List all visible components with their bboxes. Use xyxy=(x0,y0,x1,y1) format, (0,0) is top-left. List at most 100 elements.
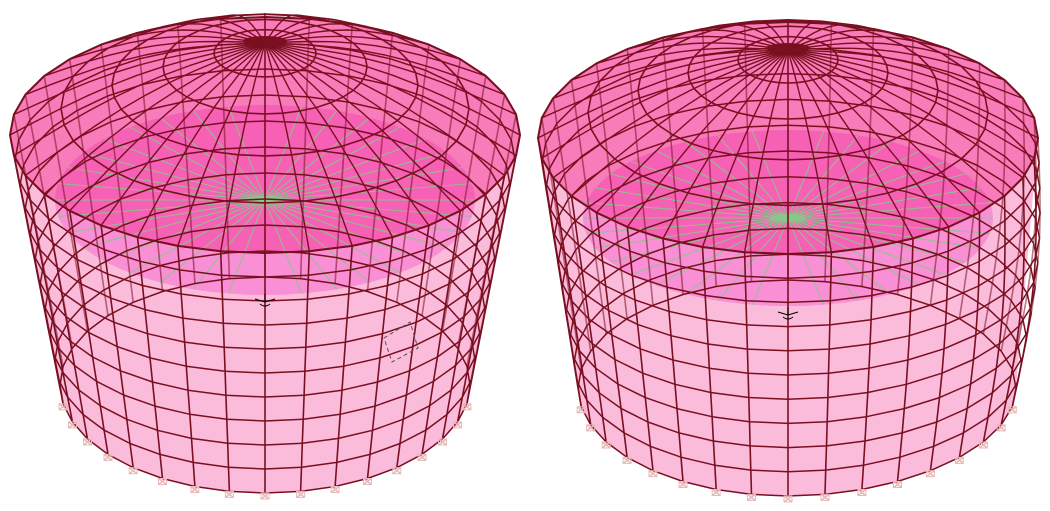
floor-radial-line xyxy=(655,150,789,219)
pin-support-icon xyxy=(857,488,867,497)
dome-meridian-line xyxy=(595,49,789,214)
pin-support-cross xyxy=(128,467,138,475)
dome-meridian-line xyxy=(100,42,266,226)
pin-support-box xyxy=(224,490,234,498)
dome-meridian-line xyxy=(787,49,950,228)
pin-support-box xyxy=(330,486,340,493)
pin-support-icon xyxy=(678,480,688,489)
wall-ring-line xyxy=(545,72,1041,304)
pin-support-icon xyxy=(925,470,935,478)
viewport-left[interactable] xyxy=(0,0,525,511)
dome-meridian-line xyxy=(627,35,789,51)
wall-ring-line xyxy=(557,150,1039,376)
floor-radial-line xyxy=(129,199,266,274)
dome-meridian-line xyxy=(787,49,1039,139)
dome-meridian-line xyxy=(787,23,874,51)
tank-model-deformed[interactable] xyxy=(525,0,1050,511)
wall-ring-line xyxy=(549,98,1041,328)
pin-support-box xyxy=(103,453,113,461)
shell-mesh xyxy=(537,19,1041,497)
dome-meridian-line xyxy=(744,20,789,51)
floor-radial-line xyxy=(103,199,266,262)
dome-meridian-line xyxy=(100,29,266,46)
floor-radial-line xyxy=(586,217,789,234)
pin-support-box xyxy=(83,438,92,446)
dome-meridian-line xyxy=(787,20,832,51)
floor-radial-line xyxy=(787,150,921,219)
wall-ring-line xyxy=(44,198,486,422)
pin-support-cross xyxy=(678,480,688,489)
pin-support-cross xyxy=(417,453,427,461)
pin-support-cross xyxy=(954,456,964,464)
dome-meridian-line xyxy=(137,23,266,44)
dome-meridian-line xyxy=(177,42,266,247)
dome-meridian-line xyxy=(787,29,914,51)
pin-support-icon xyxy=(978,441,988,449)
pin-support-cross xyxy=(392,467,402,475)
dome-meridian-line xyxy=(13,42,266,157)
wall-ring-line xyxy=(565,201,1033,425)
pin-support-cross xyxy=(747,493,756,501)
dome-meridian-line xyxy=(787,35,949,51)
pin-support-box xyxy=(296,490,306,498)
dome-meridian-line xyxy=(571,49,789,197)
dome-meridian-line xyxy=(552,49,789,99)
pin-support-cross xyxy=(67,421,77,429)
dashed-selection-box[interactable] xyxy=(383,321,419,363)
dome-meridian-line xyxy=(571,47,789,81)
dome-meridian-line xyxy=(552,49,789,179)
pin-support-box xyxy=(747,493,756,501)
floor-radial-line xyxy=(685,217,789,295)
pin-support-cross xyxy=(893,480,902,489)
pin-support-icon xyxy=(586,424,596,432)
pin-support-box xyxy=(576,406,586,414)
floor-radial-line xyxy=(787,160,946,219)
pin-support-box xyxy=(438,438,447,446)
pin-support-icon xyxy=(103,453,113,461)
dome-meridian-line xyxy=(69,42,266,212)
tank-model-undeformed[interactable] xyxy=(0,0,525,511)
local-axes-icon xyxy=(777,307,799,320)
tank-shell[interactable] xyxy=(537,19,1041,503)
pin-support-box xyxy=(648,470,658,478)
wall-ring-line xyxy=(24,94,506,326)
dome-meridian-line xyxy=(787,49,981,214)
floor-radial-line xyxy=(595,187,789,219)
axis-arc xyxy=(782,316,794,320)
pin-support-icon xyxy=(711,488,721,497)
pin-support-box xyxy=(857,489,867,496)
floor-radial-line xyxy=(264,151,448,201)
pin-support-cross xyxy=(438,438,447,446)
pin-support-box xyxy=(820,493,830,501)
pin-support-icon xyxy=(158,477,167,486)
pin-support-box xyxy=(678,481,688,488)
dome-meridian-line xyxy=(787,49,1035,159)
dome-meridian-line xyxy=(24,42,266,176)
viewport-right[interactable] xyxy=(525,0,1050,511)
dome-meridian-line xyxy=(25,42,266,96)
pin-support-box xyxy=(996,424,1006,432)
axis-y xyxy=(787,311,799,316)
pin-support-cross xyxy=(363,477,372,486)
floor-radial-line xyxy=(595,217,789,249)
dome-meridian-line xyxy=(220,14,266,44)
dome-meridian-line xyxy=(264,42,517,116)
floor-radial-line xyxy=(787,217,990,234)
dome-meridian-line xyxy=(743,49,789,253)
pin-support-box xyxy=(925,470,935,478)
pin-support-icon xyxy=(330,485,340,494)
pin-support-box xyxy=(601,441,611,449)
floor-radial-line xyxy=(103,138,266,201)
tank-shell[interactable] xyxy=(9,12,521,500)
pin-support-icon xyxy=(128,467,138,475)
dome-meridian-line xyxy=(537,49,789,139)
pin-support-icon xyxy=(417,453,427,461)
pin-support-cross xyxy=(330,485,340,494)
pin-support-icon xyxy=(954,456,964,464)
pin-support-icon xyxy=(67,421,77,429)
dome-meridian-line xyxy=(264,42,394,238)
axis-x xyxy=(777,311,789,316)
dome-meridian-line xyxy=(13,42,266,116)
pin-support-cross xyxy=(576,406,586,414)
pin-support-icon xyxy=(1007,406,1017,414)
